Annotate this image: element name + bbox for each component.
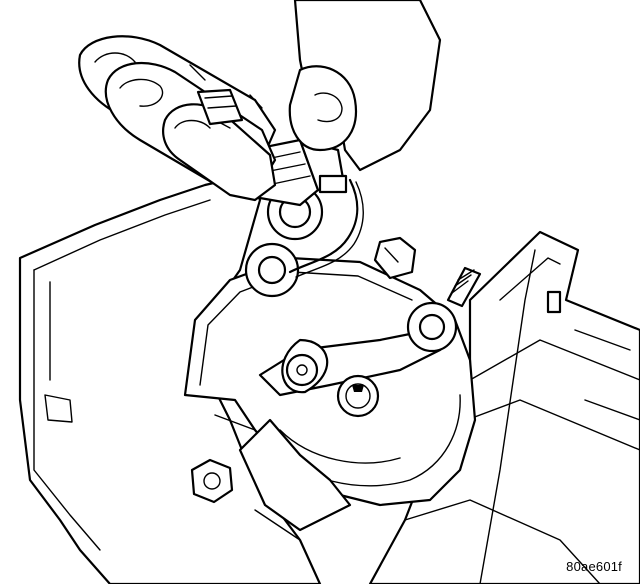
bracket-slot <box>546 290 562 314</box>
right-mount-ear <box>406 266 482 353</box>
hand <box>78 0 442 202</box>
sensor-lever <box>258 328 442 397</box>
upper-post <box>373 236 417 280</box>
left-mount-ear <box>244 242 300 298</box>
figure-id-label: 80ae601f <box>566 559 622 574</box>
connector-wire <box>288 178 364 278</box>
center-shaft <box>336 374 380 418</box>
hex-nut <box>190 458 234 504</box>
